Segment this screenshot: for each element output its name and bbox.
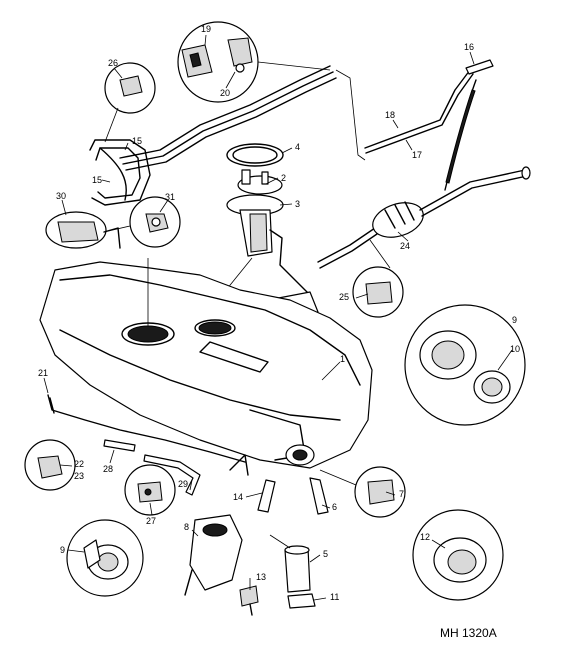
clip-26-detail bbox=[104, 62, 156, 143]
callout-20: 20 bbox=[220, 88, 230, 98]
drawing-reference-code: MH 1320A bbox=[440, 626, 497, 640]
callout-22: 22 bbox=[74, 459, 84, 469]
clips-19-20-detail bbox=[177, 21, 331, 103]
callout-31: 31 bbox=[165, 192, 175, 202]
callout-13: 13 bbox=[256, 572, 266, 582]
callout-27: 27 bbox=[146, 516, 156, 526]
callout-2: 2 bbox=[281, 173, 286, 183]
callout-9-grommet: 9 bbox=[60, 545, 65, 555]
filler-neck-assembly bbox=[184, 514, 316, 616]
callout-3: 3 bbox=[295, 199, 300, 209]
callout-18: 18 bbox=[385, 110, 395, 120]
callout-11: 11 bbox=[330, 592, 339, 602]
callout-15-bottom: 15 bbox=[92, 175, 102, 185]
grommet-9-detail bbox=[66, 519, 144, 597]
callout-26: 26 bbox=[108, 58, 118, 68]
callout-17: 17 bbox=[412, 150, 422, 160]
callout-5: 5 bbox=[323, 549, 328, 559]
callout-19: 19 bbox=[201, 24, 211, 34]
callout-14: 14 bbox=[233, 492, 243, 502]
callout-labels: 1 2 3 4 5 6 7 8 9 9 10 11 12 13 14 15 15… bbox=[38, 24, 520, 602]
callout-6: 6 bbox=[332, 502, 337, 512]
callout-24: 24 bbox=[400, 241, 410, 251]
callout-15-top: 15 bbox=[132, 136, 142, 146]
hoses-14-6 bbox=[257, 477, 329, 515]
leader-lines bbox=[43, 34, 513, 601]
callout-25: 25 bbox=[339, 292, 349, 302]
callout-12: 12 bbox=[420, 532, 430, 542]
callout-23: 23 bbox=[74, 471, 84, 481]
callout-16: 16 bbox=[464, 42, 474, 52]
fuel-pipes-16-17-18 bbox=[119, 59, 494, 191]
callout-8: 8 bbox=[184, 522, 189, 532]
callout-10: 10 bbox=[510, 344, 520, 354]
clip-7-detail bbox=[319, 466, 406, 518]
callout-4: 4 bbox=[295, 142, 300, 152]
hoses-and-fittings bbox=[24, 439, 249, 516]
filler-seal-detail bbox=[404, 304, 526, 426]
callout-28: 28 bbox=[103, 464, 113, 474]
callout-9-seal: 9 bbox=[512, 315, 517, 325]
grommet-12-detail bbox=[412, 509, 504, 601]
cover-30-and-nut-31 bbox=[45, 196, 181, 249]
callout-7: 7 bbox=[399, 489, 404, 499]
callout-29: 29 bbox=[178, 479, 188, 489]
callout-30: 30 bbox=[56, 191, 66, 201]
clip-25-detail bbox=[352, 239, 404, 318]
callout-1: 1 bbox=[340, 354, 345, 364]
fuel-filter-24 bbox=[317, 166, 531, 269]
hose-15 bbox=[89, 139, 151, 206]
fuel-tank bbox=[39, 258, 373, 469]
callout-21: 21 bbox=[38, 368, 48, 378]
bracket-21 bbox=[47, 394, 246, 463]
